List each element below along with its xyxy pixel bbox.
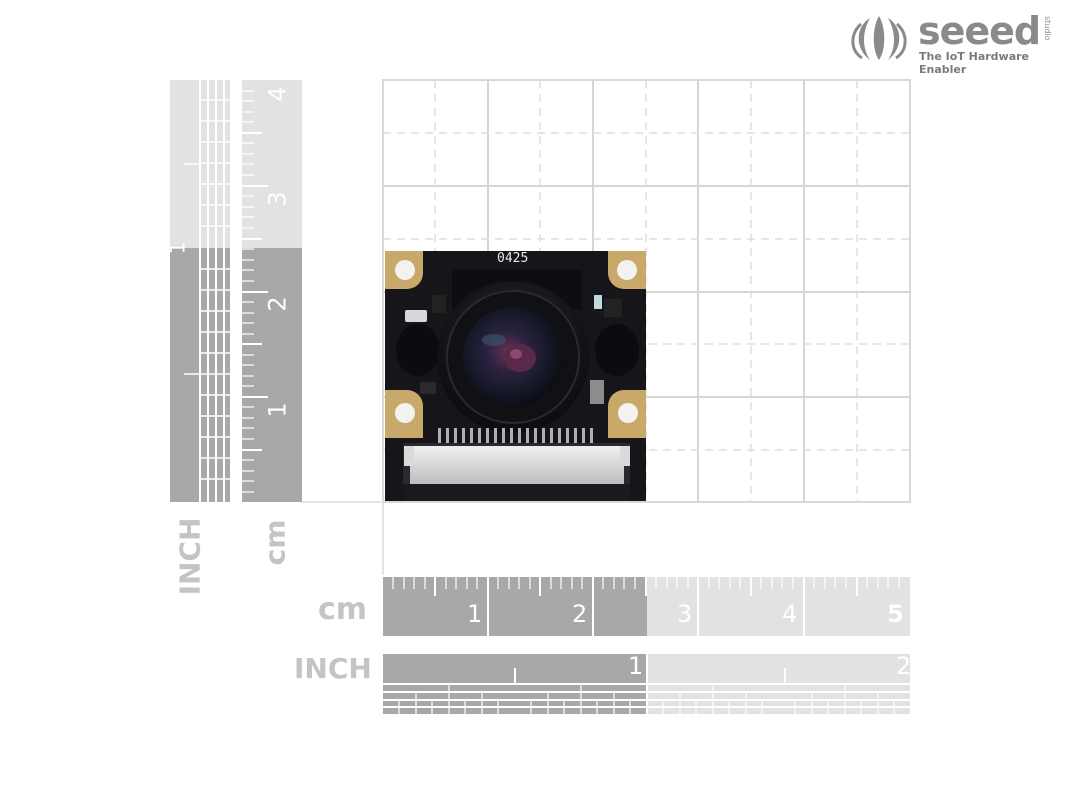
camera-module	[385, 251, 646, 501]
horizontal-cm-number-4: 4	[782, 600, 798, 628]
vertical-cm-number-2: 2	[263, 296, 292, 312]
horizontal-inch-number-2: 2	[896, 652, 912, 680]
horizontal-inch-unit-label: INCH	[294, 652, 372, 685]
horizontal-cm-number-1: 1	[467, 600, 483, 628]
vertical-inch-ruler	[170, 80, 230, 502]
horizontal-cm-unit-label: cm	[318, 592, 368, 627]
vertical-cm-number-3: 3	[263, 191, 292, 207]
horizontal-inch-ruler	[383, 654, 910, 714]
horizontal-cm-ruler	[383, 577, 910, 636]
horizontal-cm-number-3: 3	[677, 600, 693, 628]
vertical-cm-unit-label: cm	[258, 519, 292, 566]
board-marking: 0425	[497, 251, 529, 266]
vertical-cm-number-4: 4	[263, 86, 292, 102]
mounting-holes	[385, 251, 646, 438]
brand-tagline: The IoT Hardware Enabler	[919, 50, 1030, 76]
vertical-inch-number-1: 1	[165, 241, 190, 255]
vertical-cm-number-1: 1	[263, 402, 292, 418]
horizontal-cm-number-5: 5	[887, 600, 904, 628]
vertical-inch-unit-label: INCH	[173, 517, 207, 596]
vertical-cm-ruler	[242, 80, 302, 502]
seeed-logo-icon	[851, 16, 907, 60]
horizontal-cm-number-2: 2	[572, 600, 588, 628]
horizontal-inch-number-1: 1	[628, 652, 644, 680]
brand-name: seeed	[918, 9, 1041, 53]
